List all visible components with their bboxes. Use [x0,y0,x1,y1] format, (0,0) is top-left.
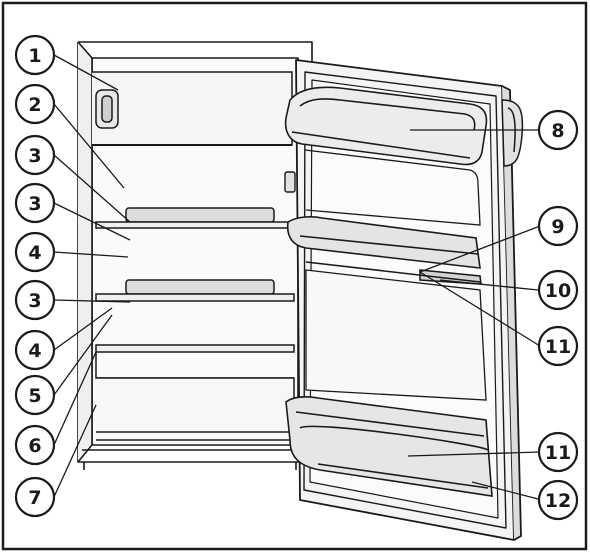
callout-8-label: 8 [551,120,564,142]
leader-lines [53,54,543,501]
callout-11-upper-label: 11 [545,336,571,358]
callout-3-middle-label: 3 [28,193,41,215]
door-shelf-bottom [285,396,493,497]
callout-11-lower-label: 11 [545,442,571,464]
callout-3-middle: 3 [14,182,56,224]
callout-9-label: 9 [551,216,564,238]
callout-5: 5 [14,374,56,416]
callout-6-label: 6 [28,435,41,457]
leader-1 [53,54,119,91]
door-mid-panel [305,269,487,401]
callout-1: 1 [14,34,56,76]
callout-12: 12 [537,479,579,521]
leader-3a [53,154,131,223]
callout-3-upper-label: 3 [28,145,41,167]
callout-1-label: 1 [28,45,41,67]
leader-9 [419,225,541,273]
callout-7-label: 7 [28,487,41,509]
callout-8: 8 [537,109,579,151]
leader-7 [53,404,97,498]
callout-11-lower: 11 [537,431,579,473]
leader-5 [53,314,113,396]
callout-4-lower: 4 [14,329,56,371]
callout-9: 9 [537,205,579,247]
dairy-compartment [284,86,488,166]
callout-4-upper-label: 4 [28,242,41,264]
callout-3-upper: 3 [14,134,56,176]
callout-2: 2 [14,83,56,125]
callout-3-lower-label: 3 [28,290,41,312]
callout-5-label: 5 [28,385,41,407]
callout-11-upper: 11 [537,325,579,367]
interior-light [95,89,119,129]
leader-10 [439,279,539,291]
freezer-compartment [92,71,293,146]
leader-11b [407,451,541,457]
callout-2-label: 2 [28,94,41,116]
leader-4b [53,307,113,351]
callout-7: 7 [14,476,56,518]
leader-2 [53,103,125,189]
callouts: 1 2 3 3 4 3 4 5 [14,34,579,521]
leader-4a [53,251,129,258]
leader-11a [419,271,541,347]
shelf-2 [95,279,295,302]
leader-3c [53,299,131,303]
leader-12 [471,481,543,501]
door-handle [501,99,524,167]
callout-4-upper: 4 [14,231,56,273]
callout-10: 10 [537,269,579,311]
callout-4-lower-label: 4 [28,340,41,362]
callout-10-label: 10 [545,280,571,302]
door-upper-panel [304,149,481,226]
leader-3b [53,202,131,241]
callout-12-label: 12 [545,490,571,512]
callout-6: 6 [14,424,56,466]
crisper-cover [95,344,295,353]
leader-6 [53,351,97,446]
callout-3-lower: 3 [14,279,56,321]
door-shelf-upper [286,216,482,285]
